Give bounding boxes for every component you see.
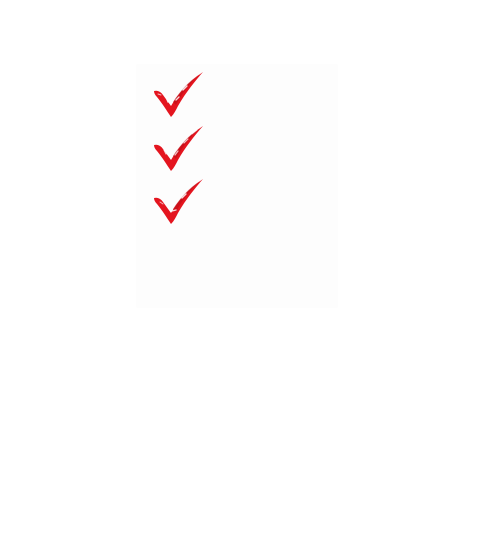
checkmark-1-icon xyxy=(152,70,206,120)
red-checkmark-icon xyxy=(154,179,203,224)
red-checkmark-icon xyxy=(154,72,203,117)
checkmark-2-icon xyxy=(152,124,206,174)
red-checkmark-icon xyxy=(154,126,203,171)
checkmark-3-icon xyxy=(152,177,206,227)
